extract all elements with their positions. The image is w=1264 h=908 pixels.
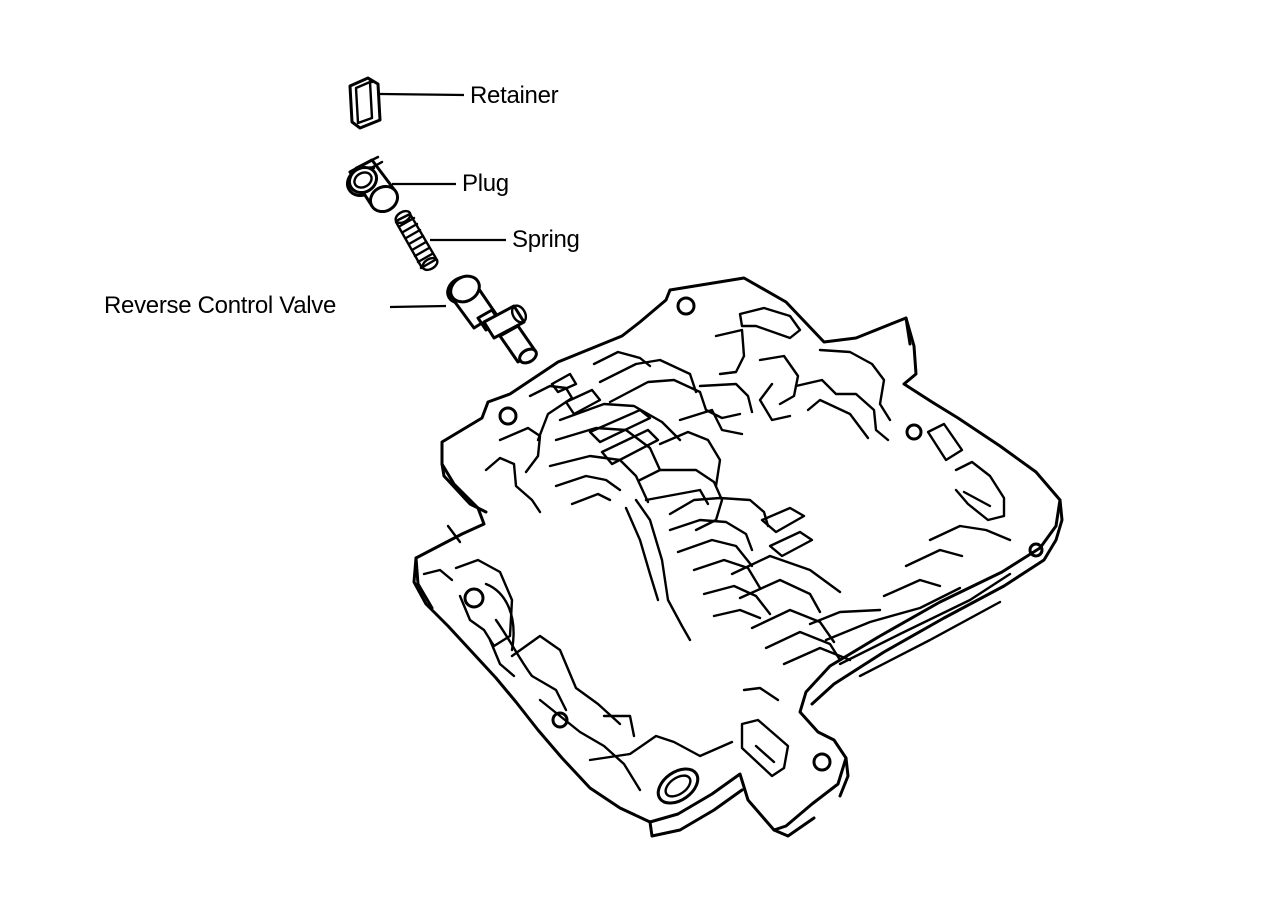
- plug-part: [345, 155, 400, 214]
- spring-label: Spring: [512, 226, 580, 253]
- retainer-leader: [379, 92, 465, 97]
- retainer-part: [348, 76, 382, 130]
- valve-body: [412, 276, 1064, 838]
- spring-part: [394, 209, 439, 272]
- reverse-control-valve-leader: [389, 304, 447, 309]
- reverse-control-valve-part: [446, 274, 538, 365]
- retainer-label: Retainer: [470, 82, 559, 109]
- plug-label: Plug: [462, 170, 509, 197]
- reverse-control-valve-label: Reverse Control Valve: [104, 292, 337, 319]
